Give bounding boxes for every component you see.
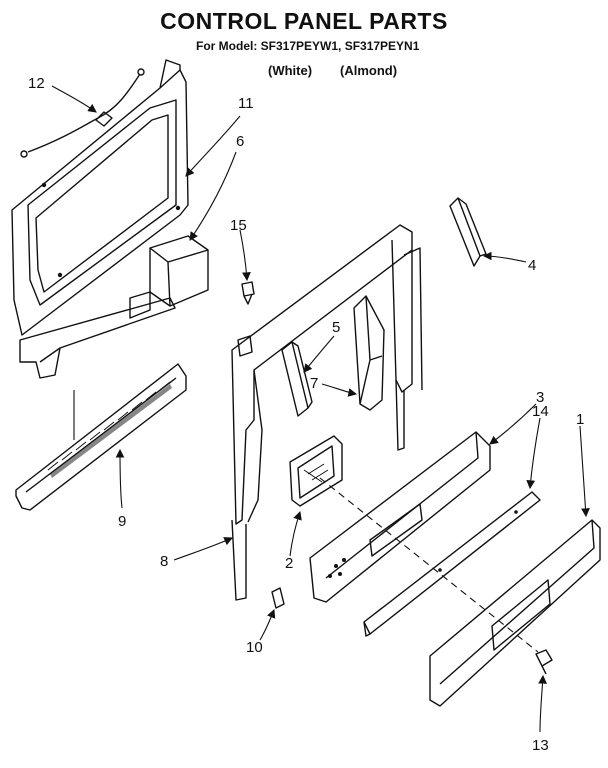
callout-8: 8 (160, 553, 168, 570)
model-line: For Model: SF317PEYW1, SF317PEYN1 (196, 39, 420, 53)
callout-12: 12 (28, 75, 45, 92)
callout-3: 3 (536, 389, 544, 406)
part-2-display-window (289, 435, 343, 507)
leader-lines (51, 85, 590, 733)
callout-5: 5 (332, 319, 340, 336)
part-13-knob (535, 649, 553, 675)
callout-9: 9 (118, 513, 126, 530)
callout-13: 13 (532, 737, 549, 754)
variant-white-label: (White) (268, 63, 313, 78)
part-9-vent-bracket (15, 297, 187, 511)
callout-6: 6 (236, 133, 244, 150)
callout-1: 1 (576, 411, 584, 428)
part-4-end-trim (449, 197, 487, 267)
diagram-header: CONTROL PANEL PARTS For Model: SF317PEYW… (0, 0, 608, 90)
callout-2: 2 (285, 555, 293, 572)
page-title: CONTROL PANEL PARTS (160, 8, 448, 34)
callout-labels: 12 11 6 15 4 5 7 3 14 1 9 8 2 10 13 (28, 75, 584, 754)
part-7-side-bracket (353, 295, 385, 411)
callout-11: 11 (238, 95, 254, 112)
part-8-control-bracket (231, 224, 423, 601)
part-15-clip (241, 281, 255, 305)
part-14-trim-strip (363, 491, 541, 637)
part-5-bracket-strip (281, 341, 313, 417)
callout-10: 10 (246, 639, 263, 656)
callout-7: 7 (310, 375, 318, 392)
alignment-line (319, 477, 539, 653)
callout-4: 4 (528, 257, 536, 274)
callout-14: 14 (532, 403, 549, 420)
part-11-back-plate (11, 59, 189, 336)
callout-15: 15 (230, 217, 247, 234)
part-3-control-panel (309, 431, 491, 603)
variant-almond-label: (Almond) (340, 63, 398, 78)
part-1-front-overlay (429, 519, 601, 707)
part-10-clip (271, 587, 285, 609)
part-12-top-trim (20, 68, 145, 158)
